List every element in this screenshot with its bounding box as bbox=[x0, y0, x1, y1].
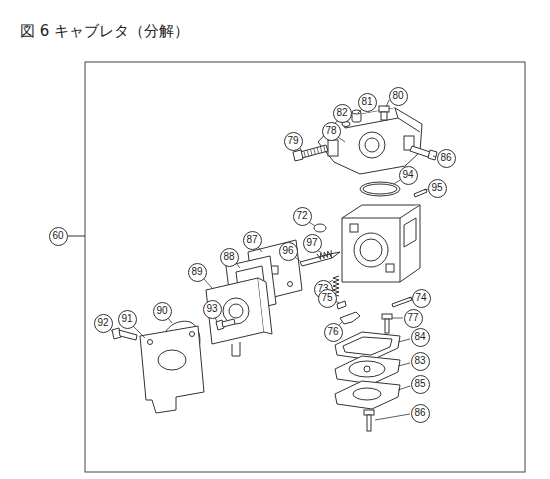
pin bbox=[414, 189, 427, 197]
screw bbox=[216, 319, 235, 330]
callout-text: 96 bbox=[282, 246, 293, 256]
callout-number: 77 bbox=[404, 309, 423, 328]
callout-text: 89 bbox=[191, 267, 202, 277]
callout-number: 75 bbox=[318, 289, 337, 308]
figure-title: 図 6 キャブレタ（分解） bbox=[20, 22, 189, 41]
callout-text: 90 bbox=[156, 306, 167, 316]
screw bbox=[382, 314, 392, 333]
gasket bbox=[335, 332, 400, 360]
diaphragm-cover bbox=[335, 381, 400, 409]
callout-text: 86 bbox=[414, 408, 425, 418]
screw bbox=[379, 106, 389, 120]
callout-number: 78 bbox=[322, 122, 341, 141]
callout-number: 82 bbox=[333, 104, 352, 123]
callout-text: 60 bbox=[52, 231, 63, 241]
callout-text: 76 bbox=[327, 327, 338, 337]
lever-pin bbox=[337, 301, 346, 309]
callout-text: 87 bbox=[246, 235, 257, 245]
callout-number: 96 bbox=[279, 242, 298, 261]
callout-text: 77 bbox=[407, 313, 418, 323]
callout-number: 80 bbox=[389, 87, 408, 106]
callout-text: 82 bbox=[336, 108, 347, 118]
callout-number: 86 bbox=[411, 404, 430, 423]
callout-text: 86 bbox=[440, 153, 451, 163]
callout-text: 94 bbox=[402, 170, 413, 180]
callout-number: 91 bbox=[118, 310, 137, 329]
callout-number: 79 bbox=[284, 132, 303, 151]
lever-shaft bbox=[392, 297, 412, 307]
callout-number: 88 bbox=[220, 248, 239, 267]
o-ring bbox=[363, 184, 397, 194]
callout-text: 75 bbox=[321, 293, 332, 303]
o-ring bbox=[360, 182, 400, 196]
callout-number: 84 bbox=[411, 328, 430, 347]
frame bbox=[85, 62, 525, 472]
callout-text: 97 bbox=[306, 238, 317, 248]
screw bbox=[364, 410, 374, 431]
callout-number: 83 bbox=[411, 352, 430, 371]
diaphragm bbox=[335, 356, 400, 384]
screw bbox=[410, 146, 437, 160]
callout-text: 83 bbox=[414, 356, 425, 366]
callout-number: 85 bbox=[411, 375, 430, 394]
callout-text: 93 bbox=[206, 304, 217, 314]
carburetor-body bbox=[342, 205, 420, 282]
callout-text: 79 bbox=[287, 136, 298, 146]
callout-text: 92 bbox=[97, 318, 108, 328]
callout-text: 95 bbox=[431, 183, 442, 193]
callout-number: 97 bbox=[303, 234, 322, 253]
callout-number: 92 bbox=[94, 314, 113, 333]
plug-ring bbox=[314, 224, 326, 232]
callout-number: 89 bbox=[188, 263, 207, 282]
callout-number: 60 bbox=[49, 227, 68, 246]
callout-text: 91 bbox=[121, 314, 132, 324]
callout-number: 81 bbox=[358, 93, 377, 112]
callout-number: 93 bbox=[203, 300, 222, 319]
leader-line bbox=[68, 236, 85, 237]
callout-text: 72 bbox=[296, 211, 307, 221]
callout-text: 81 bbox=[361, 97, 372, 107]
callout-number: 87 bbox=[243, 231, 262, 250]
callout-text: 74 bbox=[415, 293, 426, 303]
callout-number: 74 bbox=[412, 289, 431, 308]
callout-number: 95 bbox=[428, 179, 447, 198]
callout-number: 72 bbox=[293, 207, 312, 226]
callout-number: 90 bbox=[153, 302, 172, 321]
small-cylinder bbox=[352, 110, 361, 122]
callout-text: 80 bbox=[392, 91, 403, 101]
screw bbox=[112, 328, 137, 340]
callout-text: 84 bbox=[414, 332, 425, 342]
callout-text: 85 bbox=[414, 379, 425, 389]
callout-text: 88 bbox=[223, 252, 234, 262]
callout-number: 76 bbox=[324, 323, 343, 342]
bulb-holder bbox=[140, 326, 204, 413]
callout-text: 78 bbox=[325, 126, 336, 136]
callout-number: 94 bbox=[399, 166, 418, 185]
metering-lever bbox=[340, 312, 360, 324]
callout-number: 86 bbox=[437, 149, 456, 168]
leader-lines bbox=[110, 100, 436, 420]
